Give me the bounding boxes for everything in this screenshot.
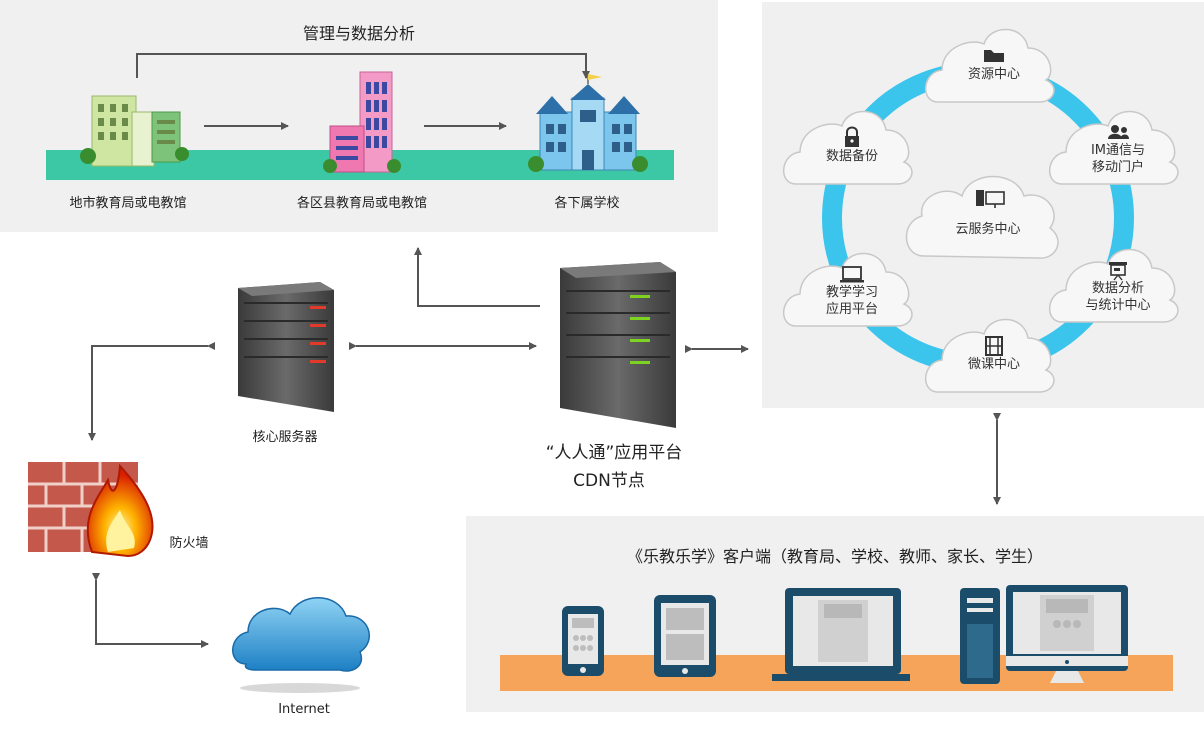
cloud-node-label: 数据分析 bbox=[1092, 281, 1144, 296]
cloud-node-label: 资源中心 bbox=[968, 67, 1020, 82]
presentation-icon bbox=[1109, 262, 1127, 281]
internet-label: Internet bbox=[278, 702, 330, 717]
internet-cloud-icon bbox=[232, 597, 371, 693]
cloud-node-label: IM通信与 bbox=[1091, 143, 1145, 158]
arrow-firewall-internet bbox=[92, 573, 209, 648]
tablet-icon bbox=[654, 595, 716, 677]
cloud-node-6: 数据备份 bbox=[782, 110, 913, 185]
cloud-node-4: 微课中心 bbox=[924, 318, 1055, 393]
cloud-shape bbox=[782, 110, 913, 185]
cloud-node-1: 资源中心 bbox=[924, 28, 1055, 103]
arrow-cdn-to-management bbox=[414, 247, 540, 307]
cloud-shape bbox=[924, 28, 1055, 103]
laptop-icon bbox=[772, 588, 910, 681]
server-monitor-icon bbox=[976, 190, 1005, 208]
lock-icon bbox=[845, 126, 859, 147]
management-title: 管理与数据分析 bbox=[302, 24, 416, 43]
cloud-node-label: 与统计中心 bbox=[1085, 298, 1150, 313]
city-building-icon bbox=[80, 95, 189, 167]
cloud-shape bbox=[1048, 248, 1179, 323]
city-bureau-label: 地市教育局或电教馆 bbox=[69, 196, 187, 211]
cloud-node-label: 应用平台 bbox=[826, 301, 878, 317]
district-building-icon bbox=[323, 71, 401, 173]
cloud-node-label: 微课中心 bbox=[968, 357, 1020, 372]
firewall-label: 防火墙 bbox=[169, 536, 209, 551]
cloud-shape bbox=[782, 252, 913, 327]
desktop-icon bbox=[960, 585, 1128, 684]
client-title: 《乐教乐学》客户端（教育局、学校、教师、家长、学生） bbox=[626, 547, 1044, 566]
school-building-icon bbox=[528, 74, 648, 172]
cdn-label-line1: “人人通”应用平台 bbox=[545, 443, 683, 463]
film-icon bbox=[985, 336, 1003, 356]
phone-icon bbox=[562, 606, 604, 676]
analysis-arrow bbox=[136, 53, 590, 79]
cloud-center-label: 云服务中心 bbox=[955, 221, 1020, 237]
core-server-label: 核心服务器 bbox=[252, 430, 318, 445]
core-server-icon bbox=[238, 282, 334, 412]
arrow-core-firewall bbox=[88, 342, 215, 441]
school-label: 各下属学校 bbox=[554, 196, 620, 211]
users-icon bbox=[1108, 125, 1129, 139]
cloud-node-label: 教学学习 bbox=[826, 284, 878, 300]
folder-icon bbox=[984, 50, 1004, 62]
cdn-server-icon bbox=[560, 262, 676, 428]
cdn-label-line2: CDN节点 bbox=[573, 471, 645, 491]
cloud-node-label: 数据备份 bbox=[826, 148, 878, 164]
laptop-icon bbox=[840, 266, 864, 283]
cloud-shape bbox=[1048, 110, 1179, 185]
cloud-node-label: 移动门户 bbox=[1092, 159, 1144, 175]
district-bureau-label: 各区县教育局或电教馆 bbox=[296, 196, 428, 211]
center-cloud bbox=[905, 175, 1059, 259]
firewall-icon bbox=[28, 462, 154, 558]
